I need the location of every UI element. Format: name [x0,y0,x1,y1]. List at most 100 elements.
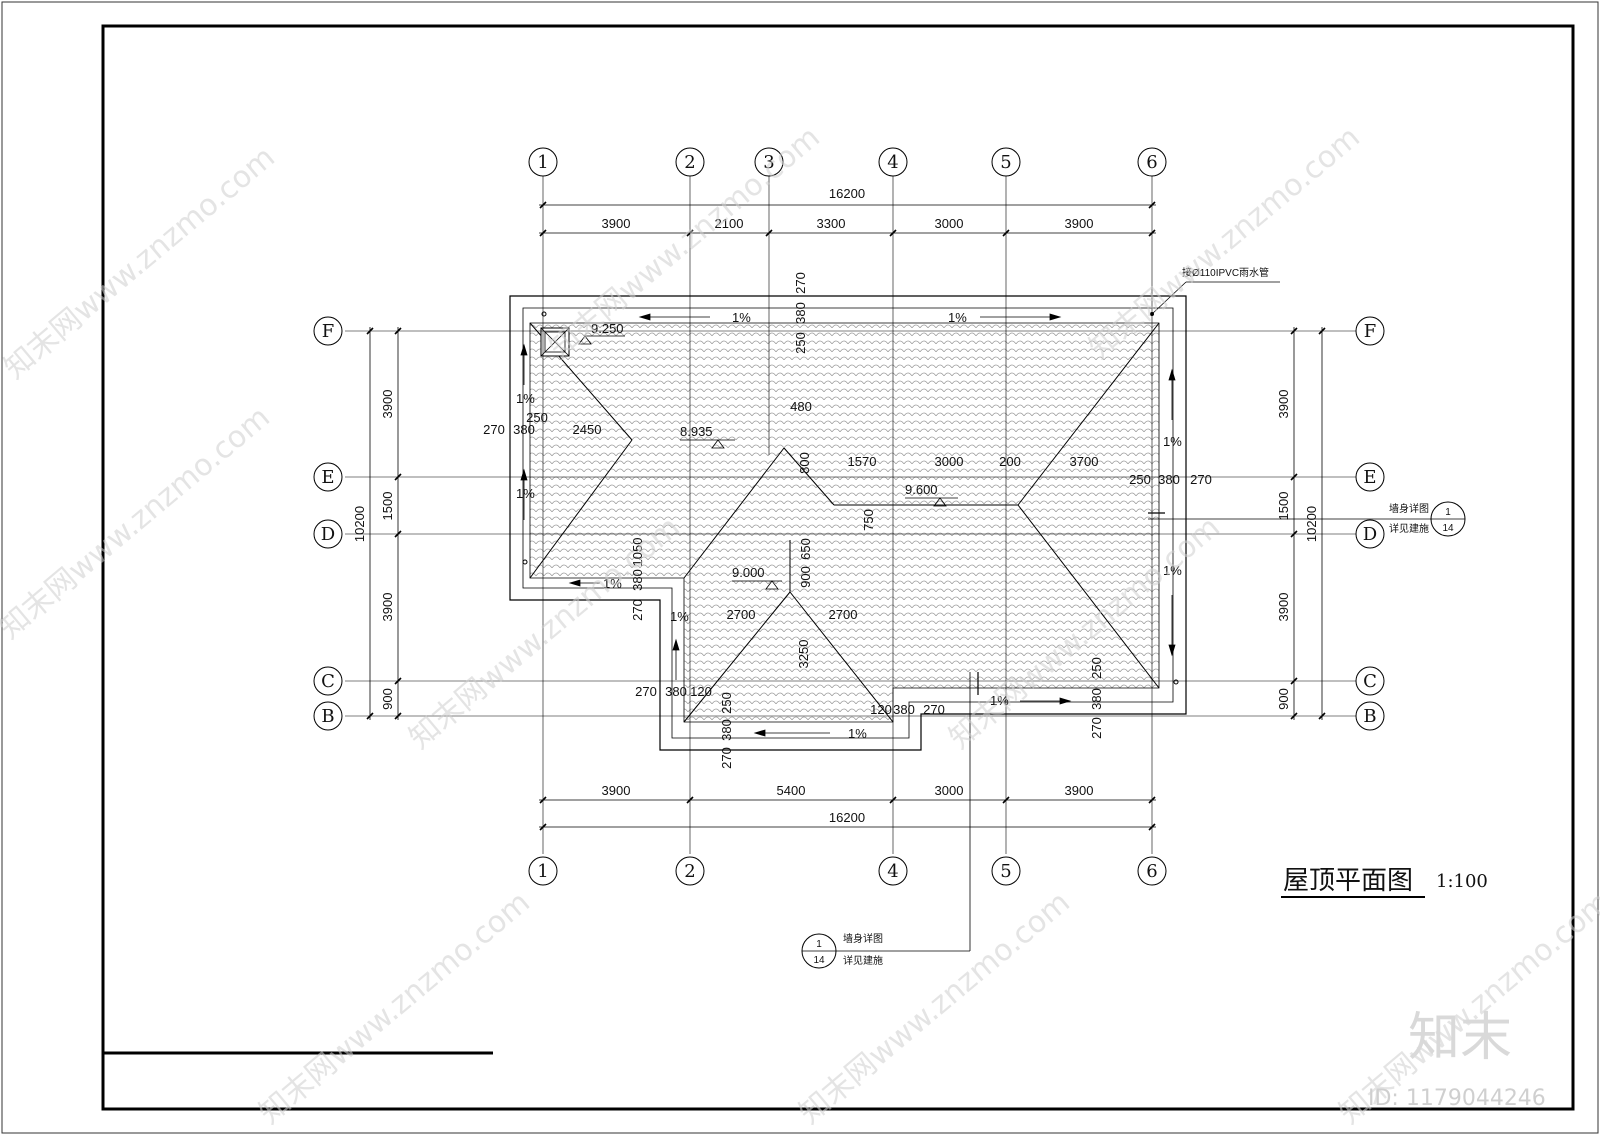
axis-left-F: F [322,321,335,342]
dim-bottom-span: 3900 [1065,783,1094,798]
dimension-lines [369,204,1323,828]
svg-text:250: 250 [793,332,808,354]
svg-text:1570: 1570 [848,454,877,469]
svg-text:14: 14 [1442,523,1454,534]
svg-text:270: 270 [923,702,945,717]
downpipe-marker [541,311,547,317]
axis-top-1: 1 [537,152,548,173]
roof-gutter-outline [522,307,1174,739]
dim-bottom-span: 3900 [602,783,631,798]
downpipe-note: 接Ø110IPVC雨水管 [1182,266,1269,279]
axis-left-E: E [321,467,334,488]
svg-text:2700: 2700 [727,607,756,622]
svg-text:380: 380 [793,302,808,324]
svg-text:270: 270 [483,422,505,437]
drawing-scale: 1:100 [1436,871,1488,892]
svg-text:650: 650 [798,538,813,560]
dim-left-span: 3900 [380,593,395,622]
axis-right-C: C [1363,671,1377,692]
svg-text:250: 250 [1129,472,1151,487]
slope-label: 1% [603,576,622,591]
svg-text:900: 900 [798,566,813,588]
svg-text:380: 380 [1158,472,1180,487]
axis-top-5: 5 [1000,152,1011,173]
axis-right-E: E [1363,467,1376,488]
svg-text:3250: 3250 [796,640,811,669]
elevation-text: 9.250 8.935 9.600 9.000 [591,321,938,580]
dim-left-span: 3900 [380,390,395,419]
slope-label: 1% [990,693,1009,708]
elevation-marks [578,335,958,590]
slope-labels: 1% 1% 1% 1% 1% 1% 1% 1% 1% 1% [516,310,1182,741]
watermark-text: 知末网www.znzmo.com [253,885,537,1131]
svg-text:200: 200 [999,454,1021,469]
slope-label: 1% [948,310,967,325]
svg-text:380: 380 [513,422,535,437]
dim-right-span: 3900 [1276,390,1291,419]
svg-text:270: 270 [1089,717,1104,739]
svg-text:120: 120 [690,684,712,699]
dim-left-span: 1500 [380,492,395,521]
slope-label: 1% [516,391,535,406]
dim-right-total: 10200 [1304,506,1319,542]
slope-label: 1% [516,486,535,501]
svg-text:3700: 3700 [1070,454,1099,469]
slope-label: 1% [848,726,867,741]
axis-top-6: 6 [1146,152,1157,173]
watermark-brand: 知末 [1408,1008,1512,1068]
dim-left-span: 900 [380,688,395,710]
svg-text:墙身详图: 墙身详图 [843,932,883,945]
axis-right-F: F [1364,321,1377,342]
dim-top-span: 3300 [817,216,846,231]
dim-top-span: 3900 [602,216,631,231]
axis-bottom-4: 4 [887,861,898,882]
axis-bottom-6: 6 [1146,861,1157,882]
dim-right-span: 3900 [1276,593,1291,622]
detail-callout-right: 墙身详图 详见建施 1 14 [1148,501,1466,537]
dim-right-span: 900 [1276,688,1291,710]
svg-text:250: 250 [719,692,734,714]
svg-text:详见建施: 详见建施 [843,954,883,967]
roof-dimension-text: 270 380 250 270 380 250 2450 480 800 157… [483,272,1212,769]
axis-top-3: 3 [763,152,774,173]
drawing-title: 屋顶平面图 [1283,866,1413,896]
dim-top-total: 16200 [829,186,865,201]
svg-text:480: 480 [790,399,812,414]
svg-text:2700: 2700 [829,607,858,622]
svg-text:14: 14 [813,955,825,966]
svg-text:1: 1 [816,939,822,950]
svg-text:270: 270 [793,272,808,294]
elevation-9600: 9.600 [905,482,938,497]
axis-bottom-2: 2 [684,861,695,882]
elevation-9250: 9.250 [591,321,624,336]
svg-text:380: 380 [719,719,734,741]
axis-left-D: D [321,524,335,545]
dim-bottom-span: 3000 [935,783,964,798]
axis-right-D: D [1363,524,1377,545]
svg-text:270: 270 [635,684,657,699]
elevation-8935: 8.935 [680,424,713,439]
axis-left-B: B [321,706,334,727]
svg-text:1: 1 [1445,507,1451,518]
watermark-text: 知末网www.znzmo.com [793,885,1077,1131]
slope-label: 1% [732,310,751,325]
axis-bottom-5: 5 [1000,861,1011,882]
axis-left-C: C [321,671,335,692]
svg-text:270: 270 [719,747,734,769]
dim-right-span: 1500 [1276,492,1291,521]
svg-text:2450: 2450 [573,422,602,437]
downpipe-marker [1173,679,1179,685]
roof-eave-outline [509,295,1187,751]
axis-top-4: 4 [887,152,898,173]
svg-text:3000: 3000 [935,454,964,469]
inner-frame [101,24,1575,1111]
dim-top-span: 2100 [715,216,744,231]
svg-text:270: 270 [1190,472,1212,487]
svg-text:270: 270 [630,599,645,621]
svg-text:250: 250 [1089,657,1104,679]
svg-text:墙身详图: 墙身详图 [1389,502,1429,515]
dimension-ticks [366,201,1326,831]
axis-bottom-1: 1 [537,861,548,882]
